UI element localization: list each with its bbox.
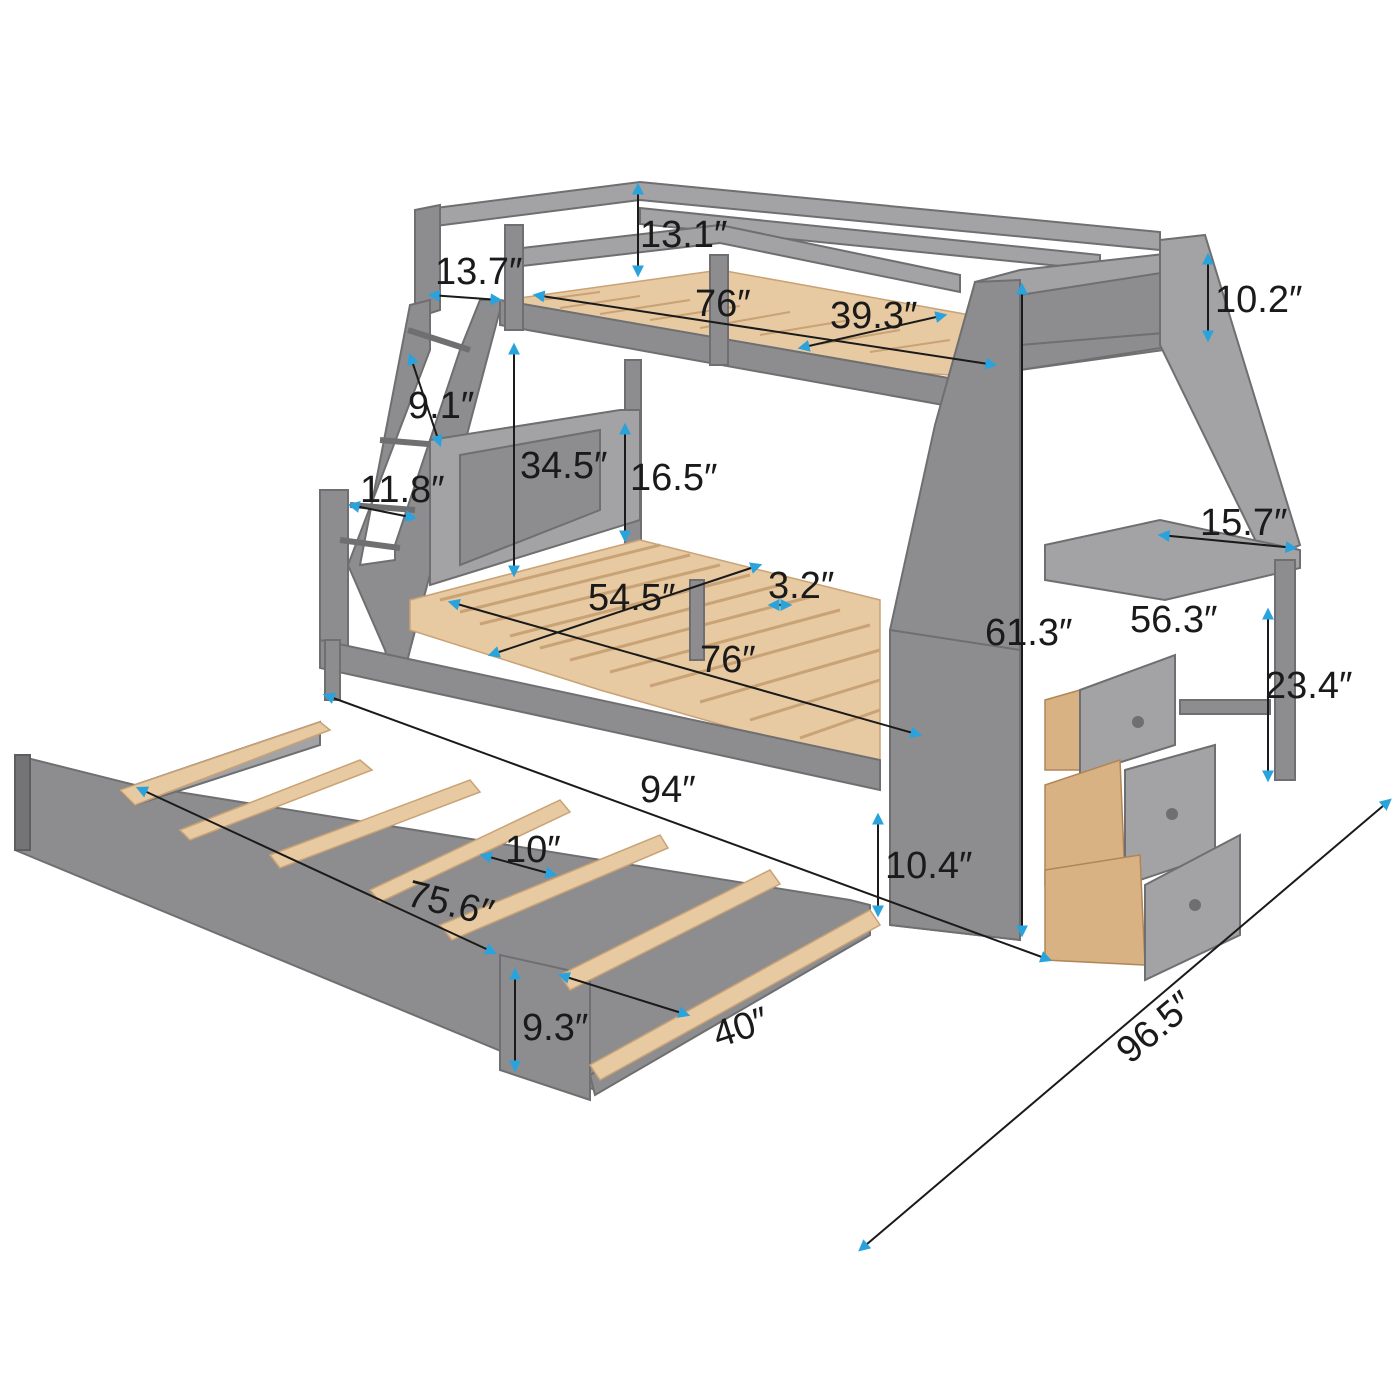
label-ladder-step-spacing: 9.1″ (408, 385, 474, 427)
label-desk-height: 23.4″ (1265, 665, 1352, 707)
label-top-end-rail: 13.7″ (435, 251, 522, 293)
label-trundle-slat-gap: 10″ (505, 829, 561, 871)
label-overall-height: 61.3″ (985, 612, 1072, 654)
label-desk-length: 56.3″ (1130, 599, 1217, 641)
dimension-labels: 13.1″ 13.7″ 76″ 39.3″ 10.2″ 9.1″ 34.5″ 1… (360, 214, 1352, 1072)
label-ladder-width: 11.8″ (360, 469, 445, 511)
label-top-length: 76″ (695, 283, 751, 325)
label-slat-gap: 3.2″ (768, 565, 834, 607)
label-bottom-width: 54.5″ (588, 577, 675, 619)
label-trundle-height: 9.3″ (522, 1007, 588, 1049)
label-desk-depth: 15.7″ (1200, 502, 1287, 544)
label-shelf-height: 10.2″ (1215, 279, 1302, 321)
label-headboard-height: 16.5″ (630, 457, 717, 499)
ladder (319, 298, 501, 671)
label-bottom-length: 76″ (700, 639, 756, 681)
dimension-lines (135, 182, 1392, 1252)
label-top-guard-height: 13.1″ (640, 214, 727, 256)
label-overall-depth: 96.5″ (1109, 984, 1203, 1072)
label-top-width: 39.3″ (830, 295, 917, 337)
label-under-clearance: 10.4″ (885, 845, 972, 887)
label-overall-length: 94″ (640, 769, 696, 811)
label-between-bunks: 34.5″ (520, 445, 607, 487)
